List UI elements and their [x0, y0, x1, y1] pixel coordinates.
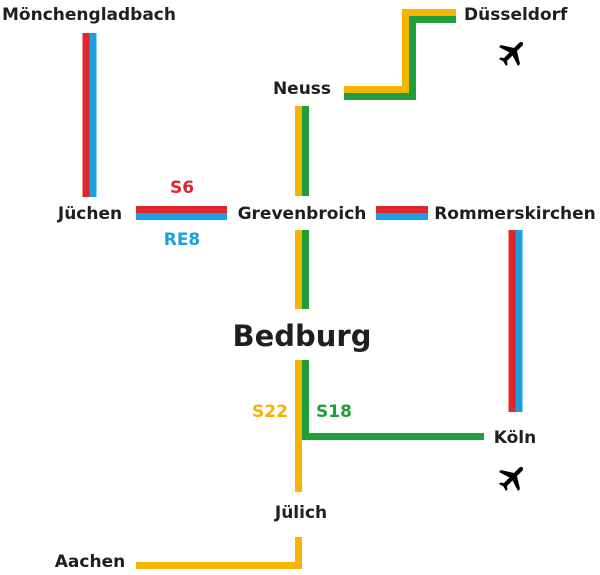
station-grevenbroich: Grevenbroich	[237, 204, 367, 224]
line-label-s6: S6	[169, 178, 195, 198]
station-juechen: Jüchen	[57, 204, 123, 224]
segment-neuss-duesseldorf	[344, 9, 456, 100]
segment-moenchengladbach-juechen	[82, 33, 97, 197]
segment-grevenbroich-bedburg	[295, 230, 309, 309]
airplane-icon	[498, 41, 524, 67]
station-neuss: Neuss	[272, 79, 332, 99]
line-label-s22: S22	[252, 402, 288, 422]
segment-rommerskirchen-koeln	[508, 230, 523, 412]
station-duesseldorf: Düsseldorf	[464, 5, 568, 25]
segment-juelich-aachen	[136, 537, 302, 569]
station-aachen: Aachen	[54, 552, 126, 572]
station-juelich: Jülich	[274, 503, 328, 523]
line-label-s18: S18	[316, 402, 352, 422]
station-rommerskirchen: Rommerskirchen	[434, 204, 596, 224]
station-koeln: Köln	[493, 428, 537, 448]
station-bedburg: Bedburg	[232, 319, 372, 353]
segment-grevenbroich-rommerskirchen	[376, 206, 428, 220]
line-label-re8: RE8	[163, 230, 201, 250]
segment-juechen-grevenbroich	[136, 206, 227, 220]
airplane-icon	[498, 466, 524, 492]
station-moenchengladbach: Mönchengladbach	[2, 5, 176, 25]
segment-bedburg-koeln	[302, 360, 484, 440]
segment-neuss-grevenbroich	[295, 106, 309, 196]
